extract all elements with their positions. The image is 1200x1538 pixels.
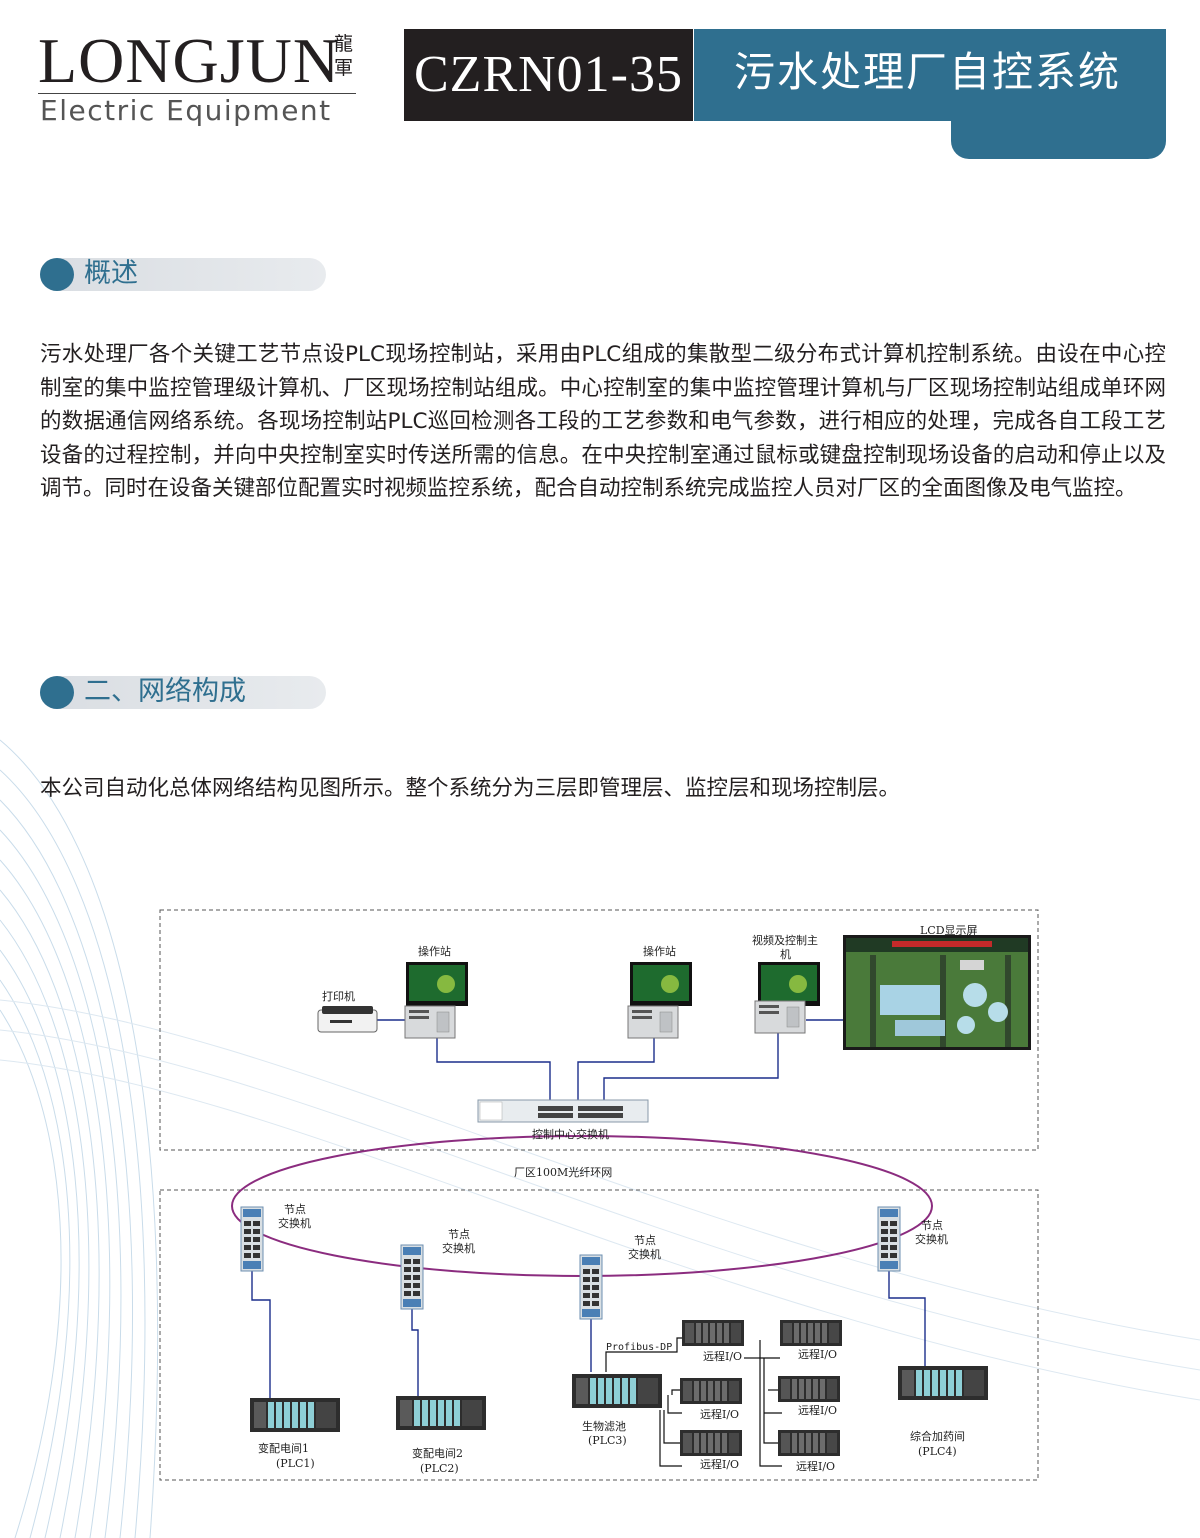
management-layer-frame (159, 909, 1039, 1151)
plc1-label-1: 变配电间1 (258, 1441, 309, 1455)
node-switch-2-label-1: 节点 (448, 1228, 470, 1241)
background-wave-lines (0, 739, 1200, 1538)
bullet-dot-icon (40, 676, 74, 709)
node-switch-4-icon (877, 1206, 901, 1272)
plc3-rack-icon (572, 1374, 662, 1408)
remote-io-4-icon (780, 1320, 842, 1346)
node-switch-2-icon (400, 1244, 424, 1310)
bullet-dot-icon (40, 258, 74, 291)
remote-io-6-icon (778, 1430, 840, 1456)
lcd-screen-label: LCD显示屏 (920, 924, 978, 937)
page-title: 污水处理厂自控系统 (734, 48, 1121, 96)
remote-io-3-icon (680, 1430, 742, 1456)
node-switch-1-label-1: 节点 (284, 1203, 306, 1216)
node-switch-1-icon (240, 1206, 264, 1272)
plc4-rack-icon (898, 1366, 988, 1400)
model-number: CZRN01-35 (404, 29, 693, 121)
node-switch-4-label-1: 节点 (921, 1219, 943, 1232)
remote-io-6-label: 远程I/O (796, 1460, 835, 1473)
plc1-label-2: (PLC1) (276, 1457, 315, 1470)
plc4-label-1: 综合加药间 (910, 1429, 965, 1443)
node-switch-3-icon (579, 1254, 603, 1320)
logo-subtitle: Electric Equipment (40, 94, 332, 127)
overview-paragraph: 污水处理厂各个关键工艺节点设PLC现场控制站，采用由PLC组成的集散型二级分布式… (40, 342, 1166, 501)
title-tab (951, 100, 1166, 159)
node-switch-2-label-2: 交换机 (442, 1241, 475, 1255)
node-switch-3-label-1: 节点 (634, 1234, 656, 1247)
section-title: 概述 (84, 258, 138, 289)
remote-io-3-label: 远程I/O (700, 1458, 739, 1471)
logo-divider (38, 93, 356, 94)
plc2-label-1: 变配电间2 (412, 1446, 463, 1460)
video-host-label-2: 机 (780, 947, 791, 961)
lcd-display-wall-icon (843, 935, 1031, 1050)
control-center-switch-icon (477, 1099, 649, 1123)
remote-io-5-icon (778, 1376, 840, 1402)
plc3-label-1: 生物滤池 (582, 1419, 626, 1433)
printer-label: 打印机 (322, 989, 355, 1003)
video-host-label-1: 视频及控制主 (752, 933, 818, 947)
remote-io-1-label: 远程I/O (703, 1350, 742, 1363)
node-switch-3-label-2: 交换机 (628, 1247, 661, 1261)
remote-io-5-label: 远程I/O (798, 1404, 837, 1417)
remote-io-1-icon (682, 1320, 744, 1346)
section-heading-network: 二、网络构成 (40, 676, 326, 709)
network-paragraph: 本公司自动化总体网络结构见图所示。整个系统分为三层即管理层、监控层和现场控制层。 (40, 776, 901, 801)
plc2-label-2: (PLC2) (420, 1462, 459, 1475)
logo-chinese-mark: 龍軍 (334, 33, 354, 79)
remote-io-2-icon (680, 1378, 742, 1404)
node-switch-1-label-2: 交换机 (278, 1216, 311, 1230)
plc1-rack-icon (250, 1398, 340, 1432)
logo-wordmark: LONGJUN (38, 25, 341, 96)
section-heading-overview: 概述 (40, 258, 326, 291)
ring-network-label: 厂区100M光纤环网 (514, 1165, 612, 1179)
section-title: 二、网络构成 (84, 676, 246, 707)
center-switch-label: 控制中心交换机 (532, 1127, 609, 1141)
node-switch-4-label-2: 交换机 (915, 1232, 948, 1246)
remote-io-2-label: 远程I/O (700, 1408, 739, 1421)
operator-station-1-label: 操作站 (418, 944, 451, 958)
remote-io-4-label: 远程I/O (798, 1348, 837, 1361)
field-layer-frame (159, 1189, 1039, 1481)
plc3-label-2: (PLC3) (588, 1434, 627, 1447)
plc2-rack-icon (396, 1396, 486, 1430)
plc4-label-2: (PLC4) (918, 1445, 957, 1458)
profibus-label: Profibus-DP (606, 1342, 672, 1353)
printer-icon (317, 1006, 378, 1033)
operator-station-2-label: 操作站 (643, 944, 676, 958)
